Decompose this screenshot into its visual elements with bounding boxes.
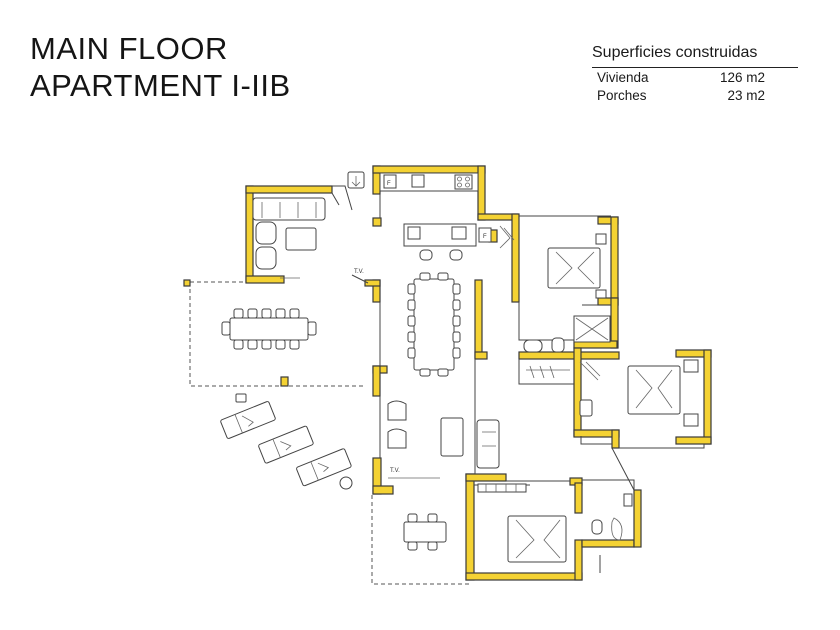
fridge-label-2: F [483,234,487,240]
west-terrace [183,279,365,387]
area-table-heading: Superficies construidas [592,44,798,68]
tv-label-2: T.V. [390,468,400,474]
tv-label-1: T.V. [354,269,364,275]
area-value: 23 m2 [727,88,765,103]
south-terrace [371,495,470,585]
fridge-label: F [387,181,391,187]
area-label: Vivienda [597,70,649,85]
area-row-vivienda: Vivienda 126 m2 [592,69,798,86]
south-terrace-dining [403,513,447,551]
dining-chairs [407,272,461,377]
area-label: Porches [597,88,647,103]
bedroom-3 [477,483,633,563]
bedroom-2 [579,359,699,427]
bathroom-1 [523,315,611,379]
area-value: 126 m2 [719,70,765,85]
bedroom-1 [499,225,607,299]
title-line-1: MAIN FLOOR [30,31,228,66]
area-row-porches: Porches 23 m2 [592,87,798,104]
living-room-south: T.V. [387,400,500,479]
terrace-dining-set [221,308,317,350]
kitchen: F F [347,171,492,261]
plan-title: MAIN FLOOR APARTMENT I-IIB [30,30,291,104]
dining-room: T.V. [351,269,461,377]
title-line-2: APARTMENT I-IIB [30,68,291,103]
exterior-walls [245,165,712,581]
sun-loungers [220,393,353,490]
interior-walls [331,185,705,573]
living-room-north [252,197,326,279]
built-area-table: Superficies construidas Vivienda 126 m2 … [592,44,798,104]
